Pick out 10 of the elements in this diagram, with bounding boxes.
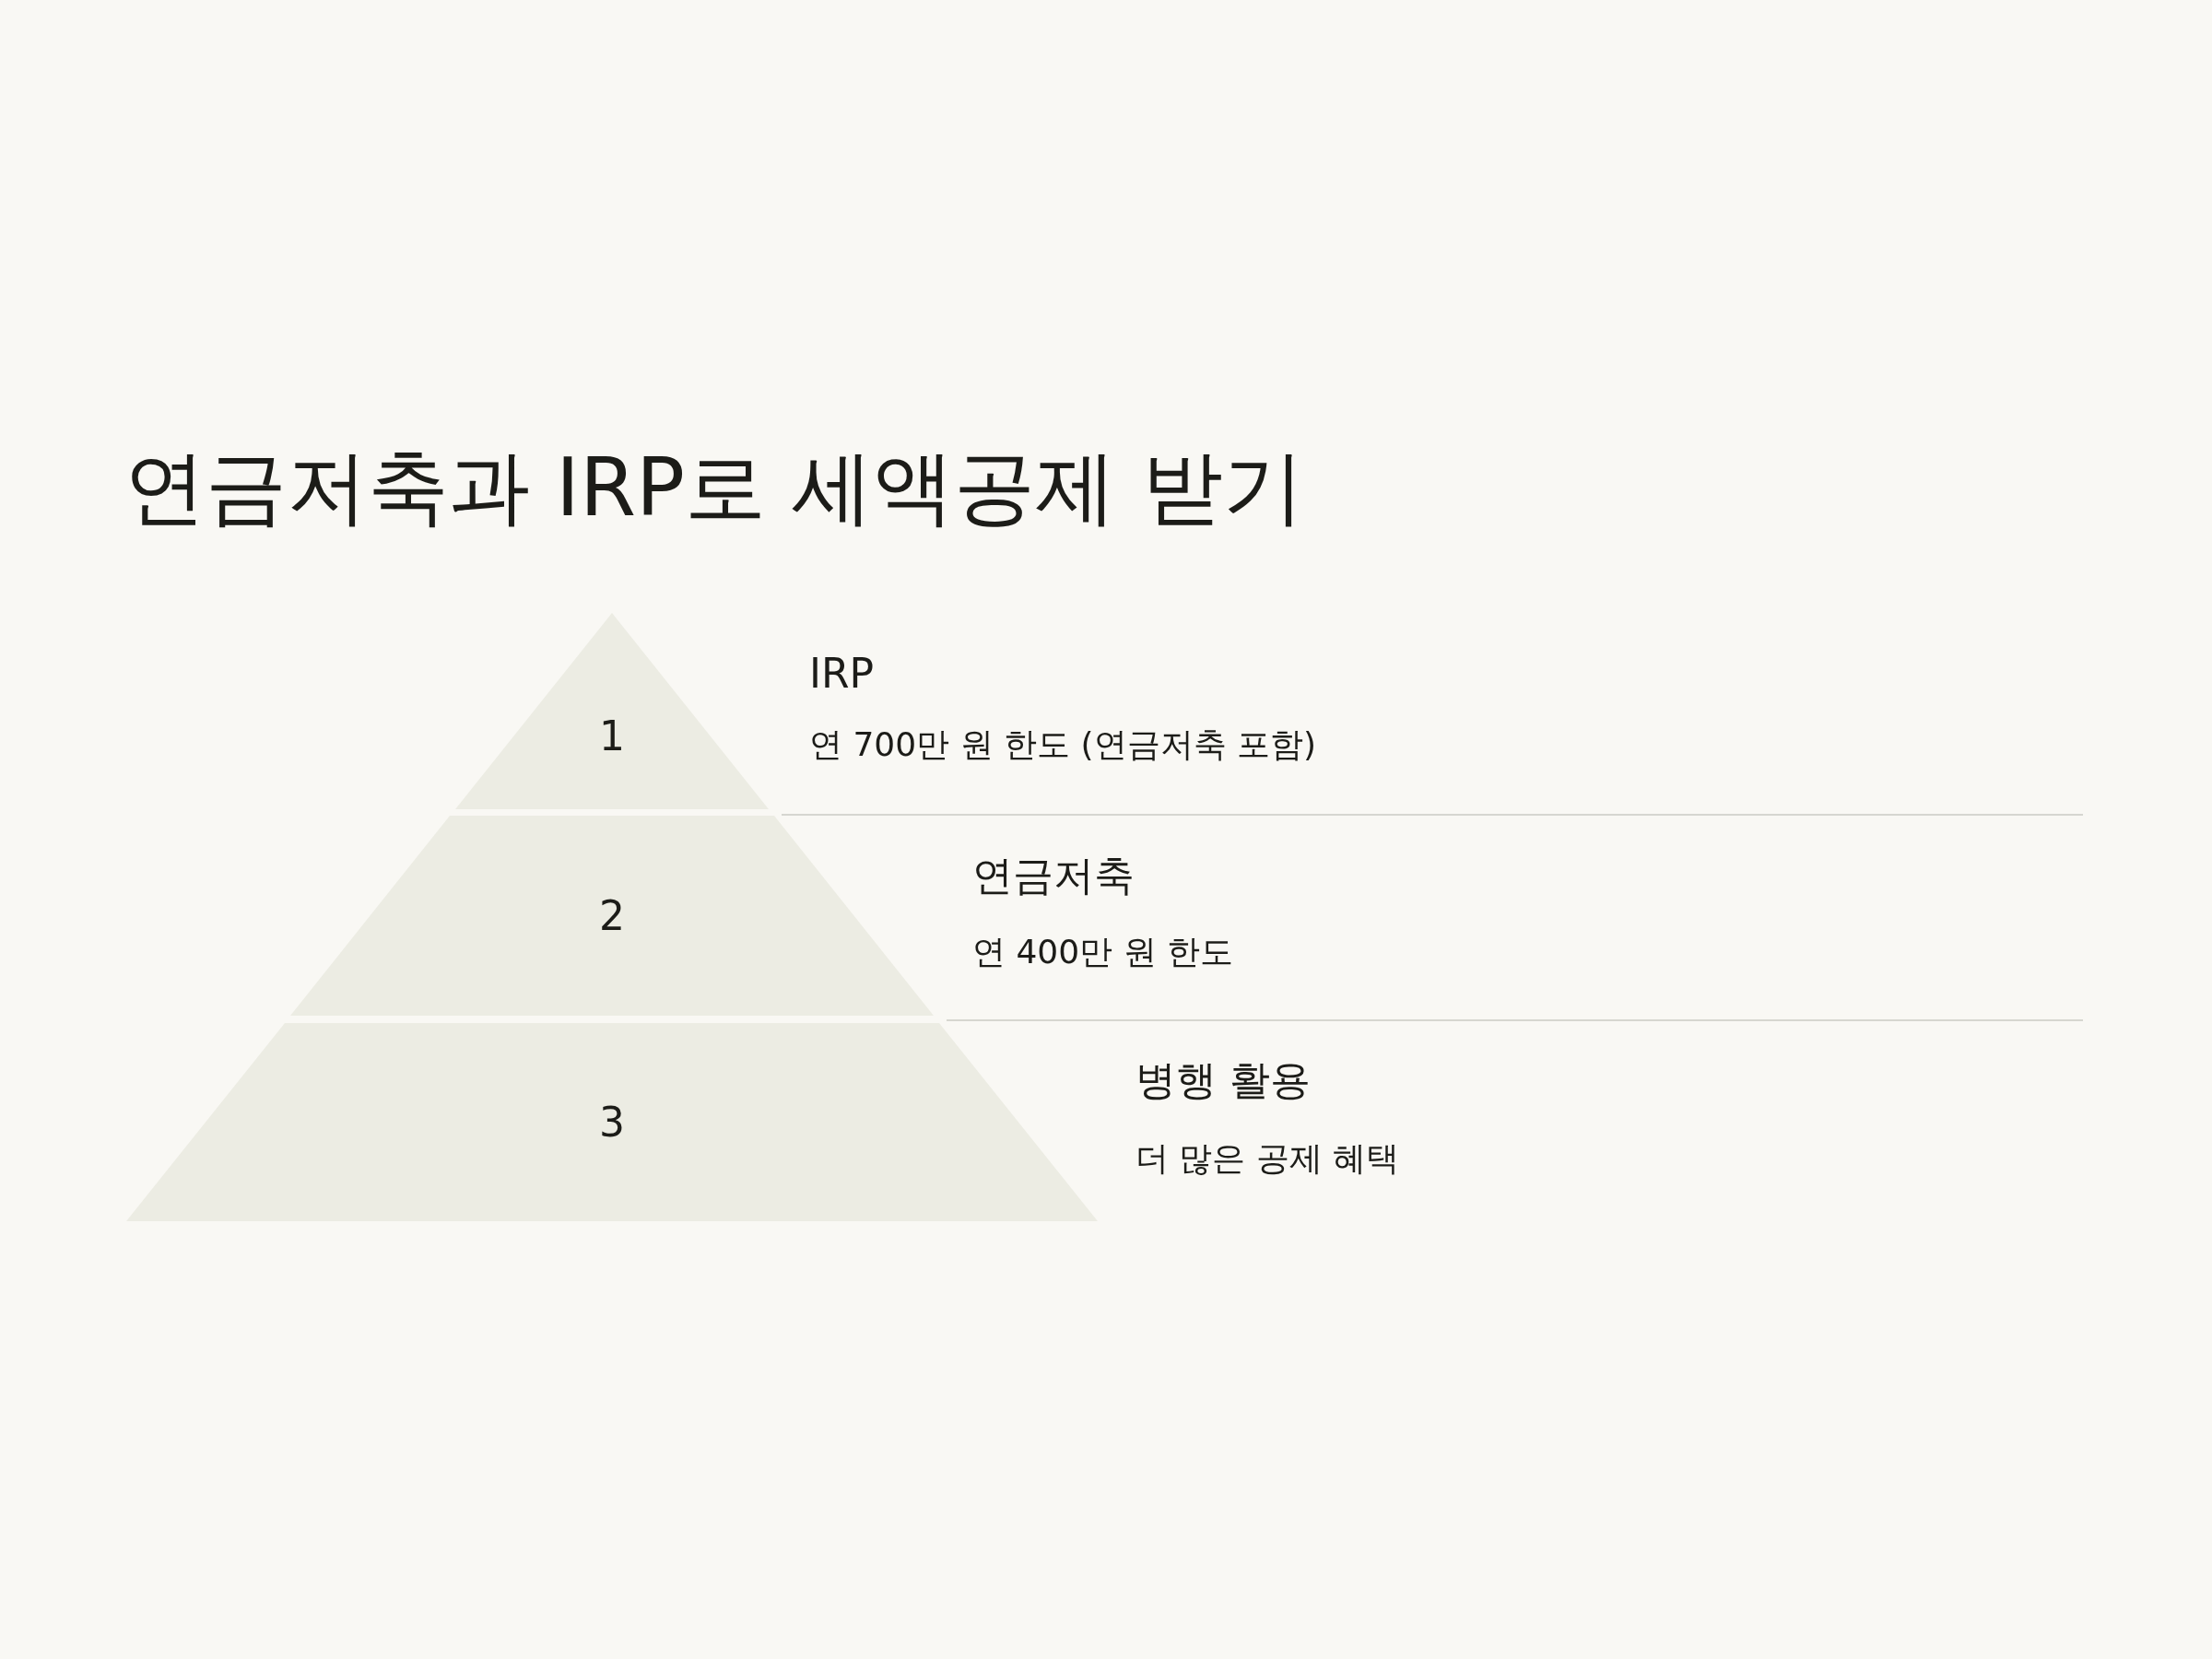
tier-heading: 병행 활용: [1135, 1054, 1311, 1105]
tier-description: 연 700만 원 한도 (연금저축 포함): [809, 724, 1317, 765]
tier-number: 1: [599, 712, 625, 759]
tier-heading: 연금저축: [972, 850, 1135, 900]
tier-description: 연 400만 원 한도: [972, 931, 1234, 972]
title: 연금저축과 IRP로 세액공제 받기: [124, 439, 1305, 536]
tier-number: 3: [599, 1098, 625, 1146]
tier-description: 더 많은 공제 혜택: [1135, 1137, 1400, 1179]
tier-heading: IRP: [809, 649, 875, 697]
tier-number: 2: [599, 891, 625, 939]
